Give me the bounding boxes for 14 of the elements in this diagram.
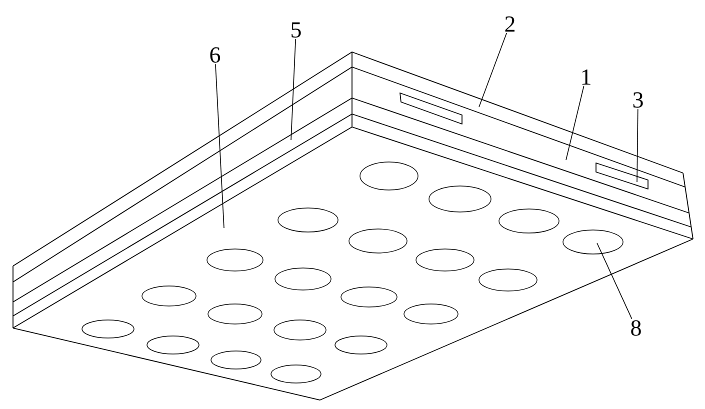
leader-line	[566, 86, 584, 160]
leader-line	[596, 242, 632, 320]
callout-number: 3	[633, 92, 643, 108]
callout-number: 6	[210, 47, 220, 63]
leader-line	[636, 108, 638, 182]
slot	[596, 162, 648, 190]
leader-line	[290, 38, 296, 140]
leader-line	[215, 64, 224, 228]
callout-number: 8	[631, 320, 641, 336]
hole	[562, 230, 624, 254]
callout-number: 1	[582, 69, 590, 85]
callout-number: 2	[505, 16, 514, 32]
leader-line	[478, 32, 508, 108]
callout-number: 5	[292, 22, 301, 38]
